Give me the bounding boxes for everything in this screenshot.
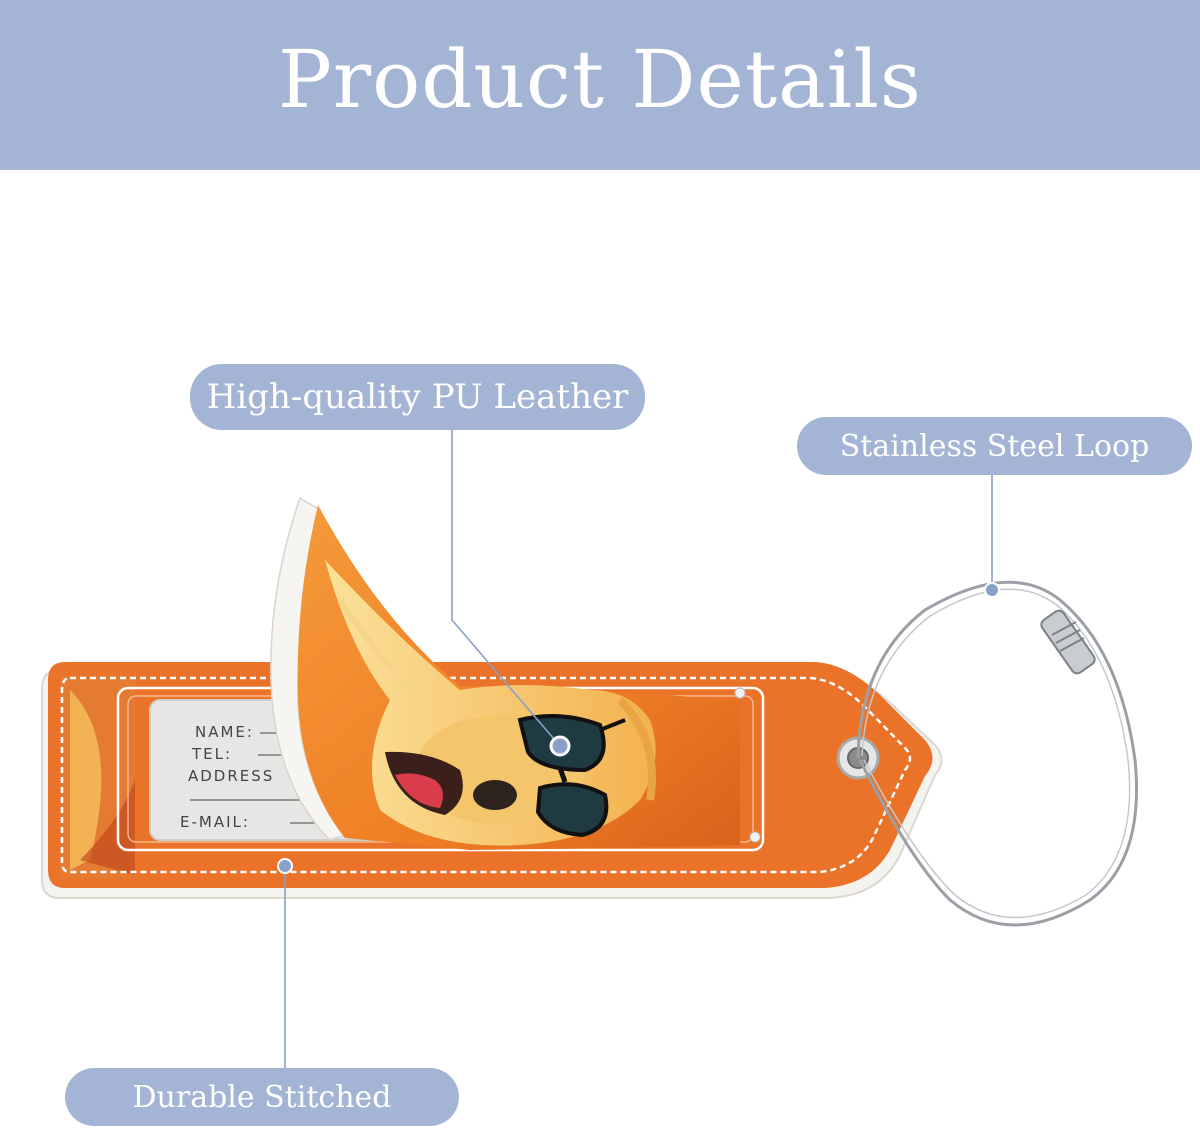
email-label: E-MAIL: [180,813,250,831]
callout-dot-stitch [277,858,293,874]
address-label: ADDRESS [188,767,274,785]
callout-stitched: Durable Stitched [65,1068,459,1126]
steel-loop-icon [856,580,1139,927]
callout-dot-steel [984,582,1000,598]
tel-label: TEL: [191,745,232,763]
callout-pu-leather: High-quality PU Leather [190,364,645,430]
loop-lock-barrel [1040,609,1096,675]
stitch-line [60,676,912,874]
header-banner: Product Details [0,0,1200,170]
callout-steel-loop: Stainless Steel Loop [797,417,1192,475]
page-title: Product Details [278,32,922,126]
callout-dot-pu [549,735,571,757]
name-label: NAME: [195,723,254,741]
callout-lines [284,430,993,1068]
